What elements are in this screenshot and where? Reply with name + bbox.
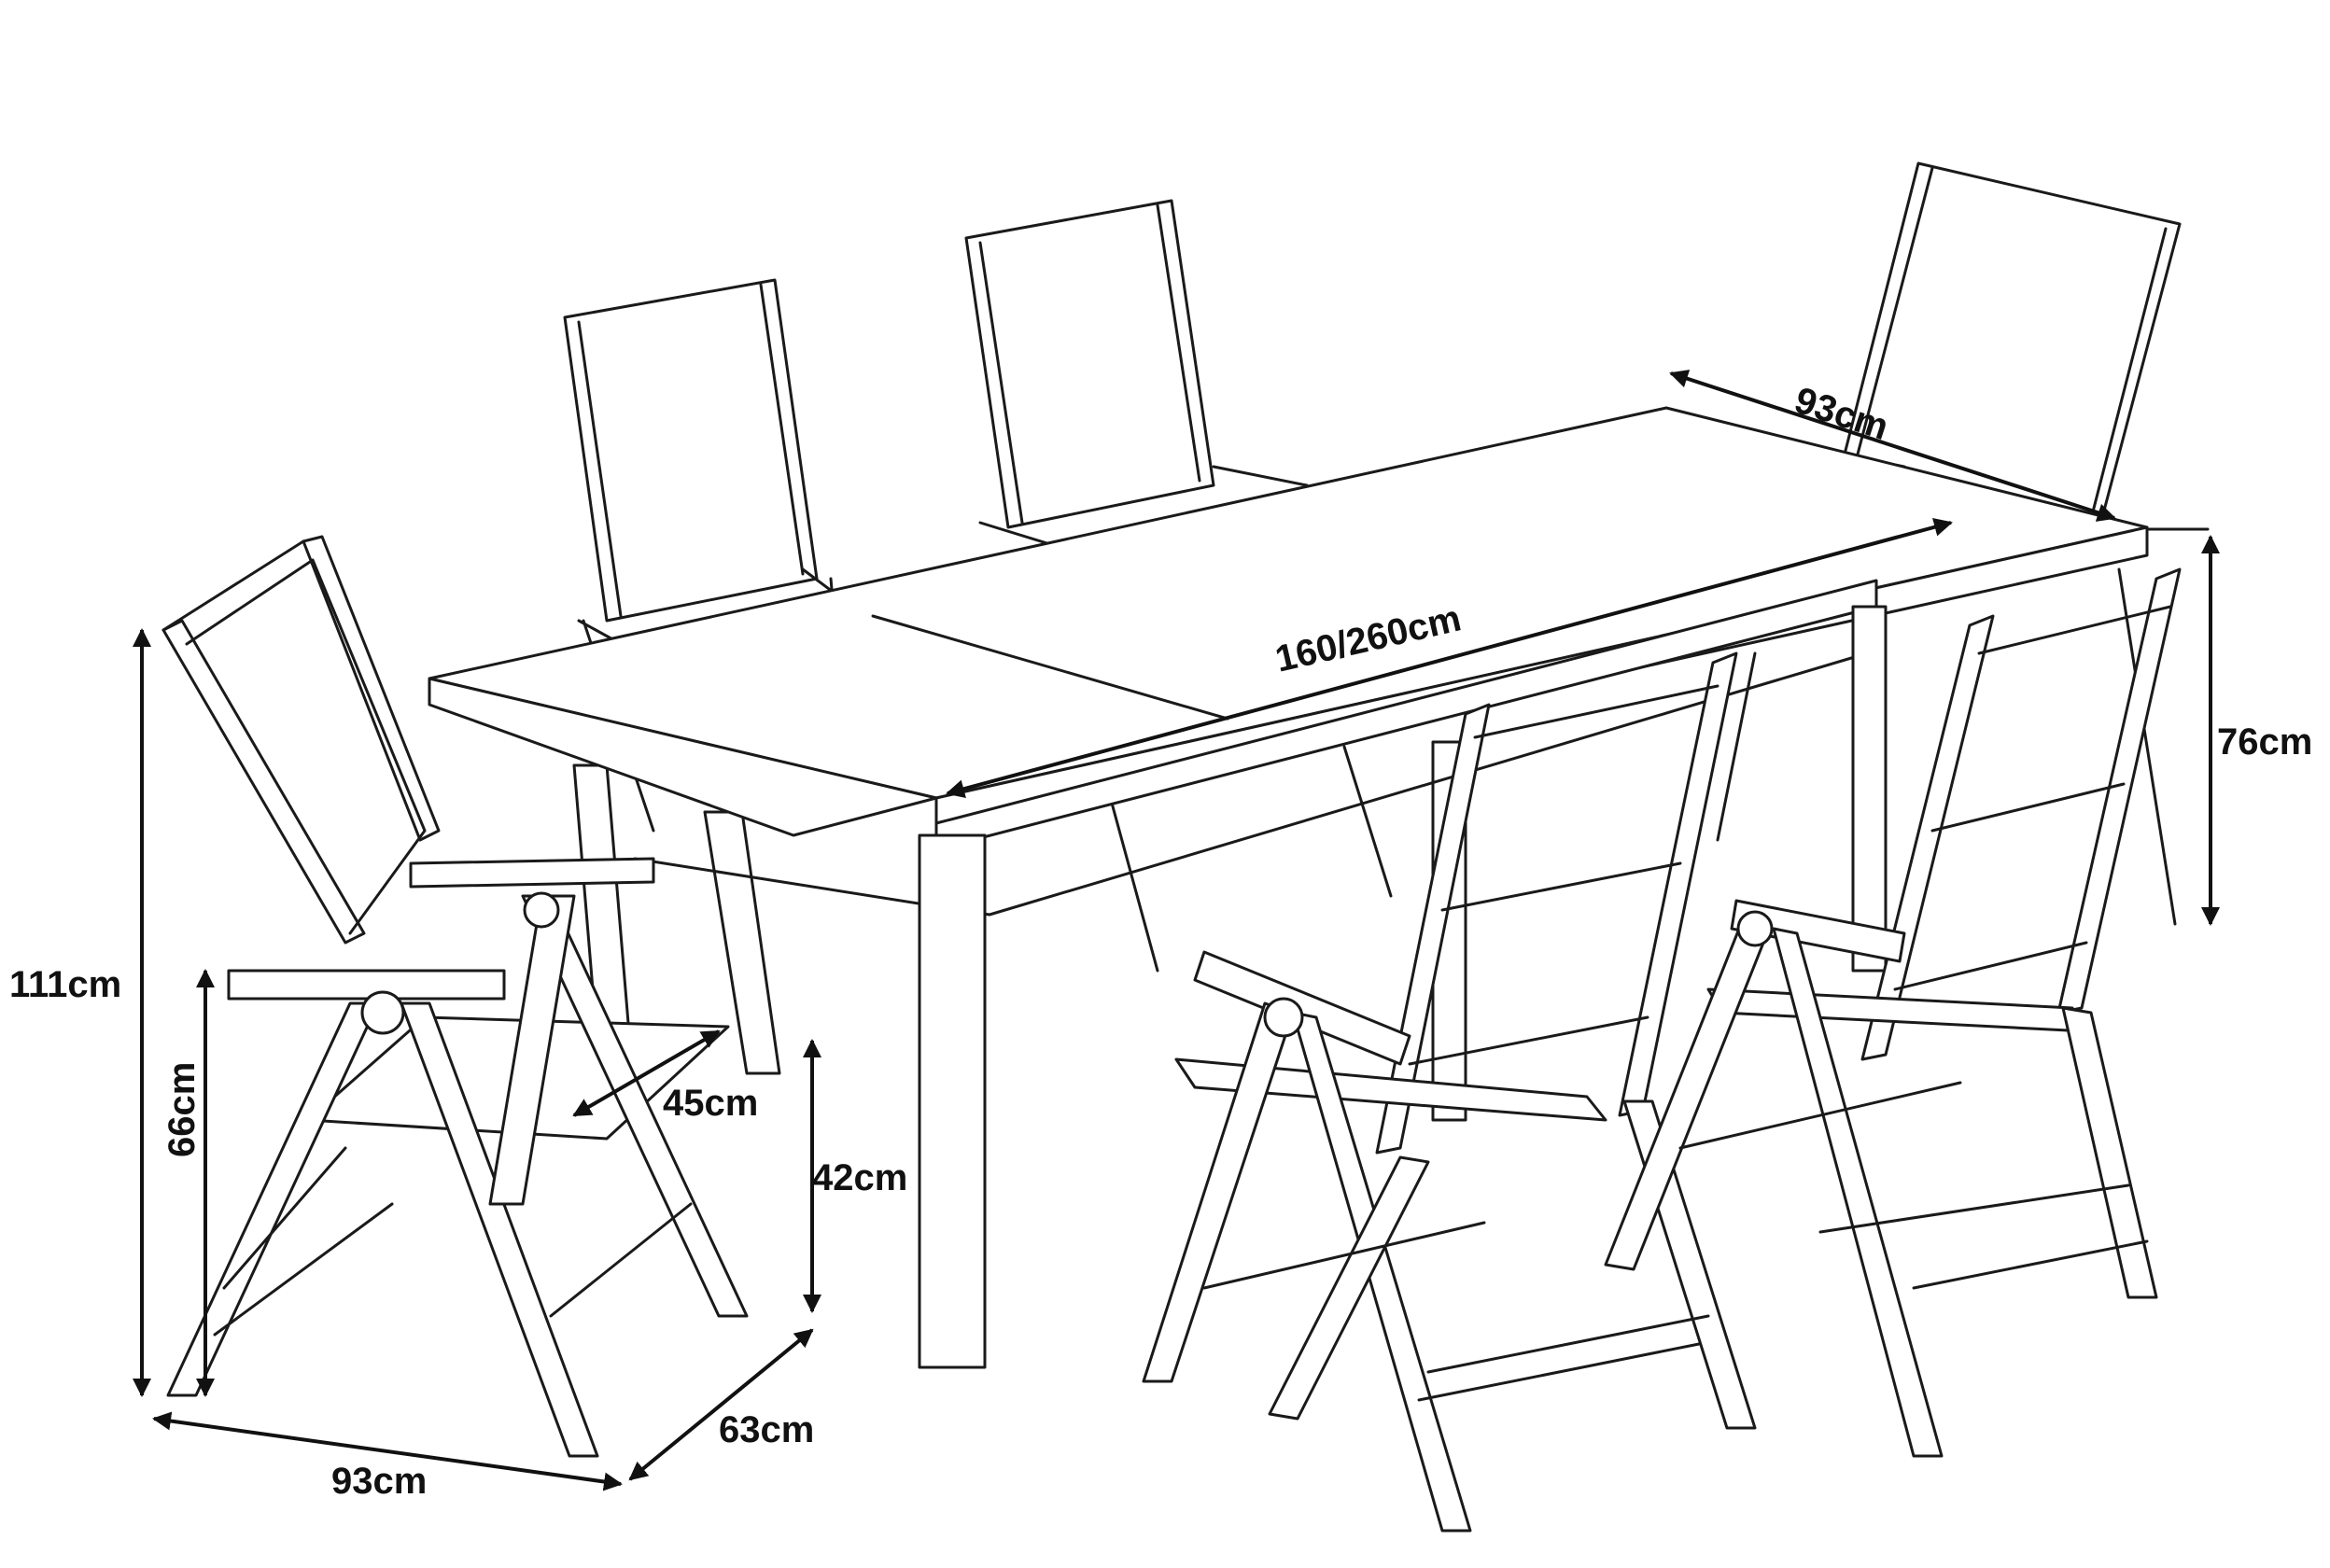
dimension-table-width — [1669, 370, 2116, 522]
label-chair-depth: 63cm — [719, 1409, 814, 1450]
front-chair-right — [1604, 567, 2182, 1458]
label-table-width: 93cm — [1790, 380, 1893, 448]
front-chair-middle — [1142, 651, 1757, 1533]
label-table-height: 76cm — [2217, 721, 2312, 763]
label-chair-footprint-length: 93cm — [331, 1461, 427, 1502]
dimension-table-height — [2145, 527, 2220, 926]
dimension-chair-footprint-length — [152, 1411, 623, 1491]
label-seat-depth: 45cm — [663, 1083, 758, 1124]
label-chair-height: 111cm — [9, 964, 121, 1005]
label-armrest-height: 66cm — [161, 1062, 203, 1157]
label-seat-height: 42cm — [812, 1157, 907, 1198]
dimension-seat-depth — [572, 1029, 721, 1117]
dimension-chair-depth — [628, 1328, 814, 1481]
dimension-table-length — [946, 518, 1953, 798]
